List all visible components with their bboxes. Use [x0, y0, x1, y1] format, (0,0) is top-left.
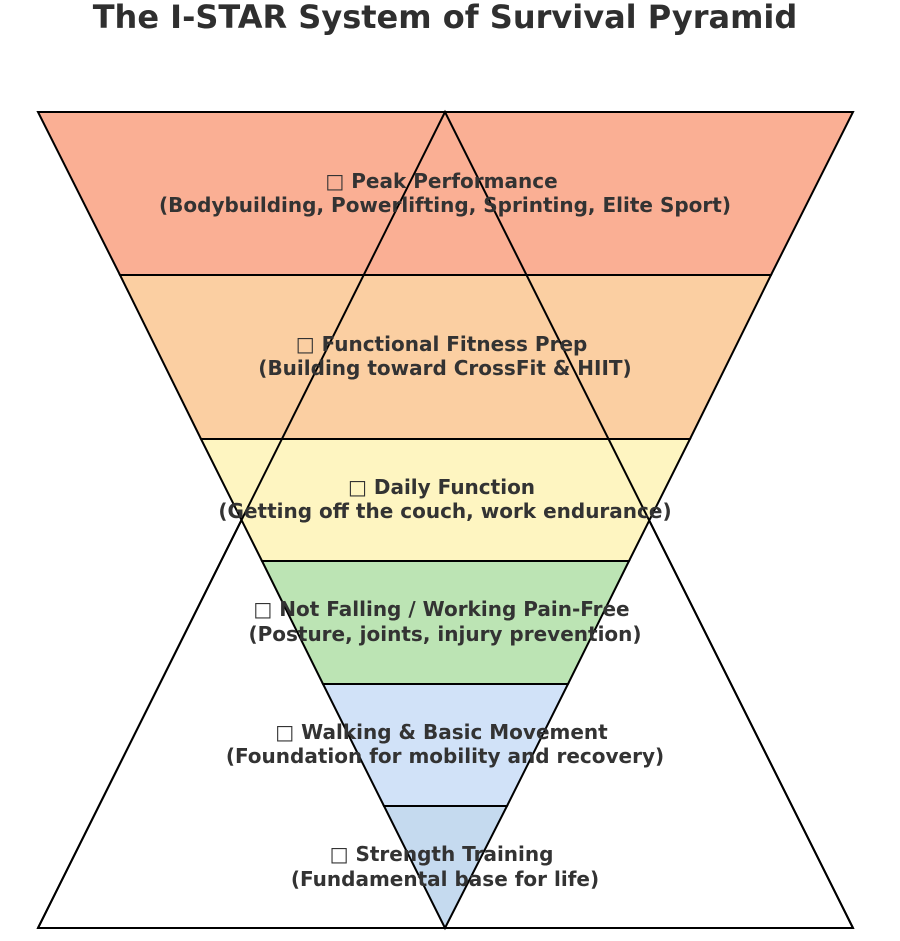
box-icon: □	[325, 169, 344, 193]
base-triangle-right-edge	[444, 111, 854, 929]
base-triangle-left-edge	[37, 111, 446, 929]
pyramid-bands	[36, 111, 855, 931]
level-label: □ Daily Function (Getting off the couch,…	[218, 475, 671, 523]
box-icon: □	[296, 332, 315, 356]
level-labels: □ Peak Performance (Bodybuilding, Powerl…	[159, 169, 731, 891]
level-title: □ Walking & Basic Movement	[275, 720, 608, 744]
level-label: □ Functional Fitness Prep (Building towa…	[258, 332, 631, 380]
level-label: □ Strength Training (Fundamental base fo…	[291, 842, 599, 891]
level-label: □ Walking & Basic Movement (Foundation f…	[226, 720, 664, 768]
level-title: □ Peak Performance	[325, 169, 557, 193]
level-title: □ Not Falling / Working Pain-Free	[253, 597, 629, 621]
box-icon: □	[253, 597, 272, 621]
level-detail: (Posture, joints, injury prevention)	[248, 622, 641, 646]
level-title: □ Strength Training	[330, 842, 554, 866]
level-detail: (Getting off the couch, work endurance)	[218, 499, 671, 523]
diagram-title: The I-STAR System of Survival Pyramid	[93, 0, 798, 36]
level-title: □ Functional Fitness Prep	[296, 332, 588, 356]
box-icon: □	[275, 720, 294, 744]
band-strength-training	[382, 805, 509, 931]
level-label: □ Not Falling / Working Pain-Free (Postu…	[248, 597, 641, 646]
level-detail: (Bodybuilding, Powerlifting, Sprinting, …	[159, 193, 731, 217]
level-title: □ Daily Function	[348, 475, 535, 499]
level-detail: (Building toward CrossFit & HIIT)	[258, 356, 631, 380]
box-icon: □	[330, 842, 349, 866]
box-icon: □	[348, 475, 367, 499]
level-detail: (Fundamental base for life)	[291, 867, 599, 891]
level-label: □ Peak Performance (Bodybuilding, Powerl…	[159, 169, 731, 217]
level-detail: (Foundation for mobility and recovery)	[226, 744, 664, 768]
